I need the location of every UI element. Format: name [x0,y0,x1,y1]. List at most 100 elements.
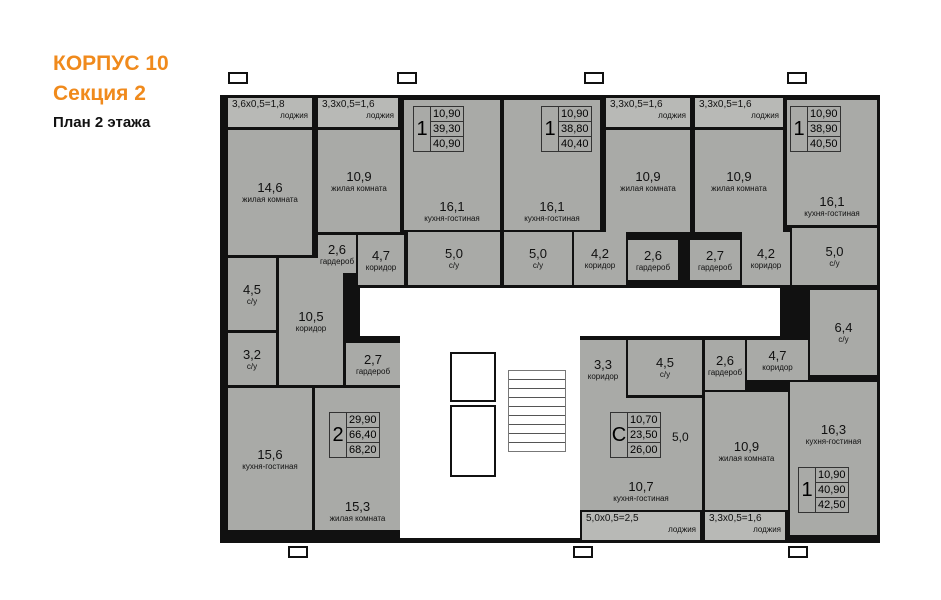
window-icon [787,72,807,84]
room-label: с/у [838,335,849,344]
room-label: жилая комната [331,183,387,193]
room-area: 4,7 [768,347,787,363]
room-area: 3,2 [242,346,262,362]
room-label: жилая комната [329,514,386,523]
apartment-room-count: 1 [799,468,816,512]
room-label: жилая комната [718,453,775,463]
apartment-room-count: С [611,413,628,457]
room-label: жилая комната [711,183,767,193]
room-area: 4,7 [371,247,391,263]
apartment-area-value: 40,90 [816,484,848,498]
room-label: коридор [587,371,619,381]
window-icon [584,72,604,84]
room-label: гардероб [319,256,355,266]
room-label: лоджия [366,111,394,120]
room-area: 16,3 [820,422,847,437]
apartment-area-value: 38,90 [808,123,840,137]
apartment-area-value: 68,20 [349,444,377,456]
room-area: 5,0 [444,246,464,261]
section-title: Секция 2 [53,82,146,105]
apartment-area-value: 42,50 [818,499,846,511]
room-label: гардероб [355,366,391,376]
window-icon [573,546,593,558]
room-label: кухня-гостиная [242,461,298,471]
apartment-room-count: 1 [791,107,808,151]
room-label: с/у [829,259,840,268]
room-area: 16,1 [539,199,565,214]
building-title: КОРПУС 10 [53,52,169,75]
room-label: коридор [750,261,782,270]
room-label: гардероб [697,262,733,272]
apartment-room-count: 2 [330,413,347,457]
room-area: 10,9 [346,168,372,184]
room-area: 6,4 [834,320,853,335]
window-icon [788,546,808,558]
room-label: коридор [762,362,793,372]
apartment-area-value: 40,50 [810,138,838,150]
apartment-area-value: 26,00 [630,444,658,456]
apartment-area-value: 10,70 [628,414,660,428]
room-area: 2,6 [327,241,347,257]
room-label: кухня-гостиная [804,209,860,218]
room-area: 14,6 [257,180,283,195]
room-area: 5,0 [528,246,548,261]
apartment-area-value: 39,30 [431,123,463,137]
window-icon [397,72,417,84]
apartment-area-value: 10,90 [808,108,840,122]
room-area: 10,7 [628,479,654,494]
room-area: 4,2 [756,246,776,261]
staircase [508,370,566,452]
room-area: 15,6 [257,446,283,462]
room-area: 16,1 [439,199,465,214]
room-area: 2,7 [705,247,725,263]
room-label: кухня-гостиная [424,214,480,223]
room-label: с/у [246,296,258,306]
room-area: 4,5 [242,281,262,297]
window-icon [288,546,308,558]
apartment-room-count: 1 [542,107,559,151]
room-area: 2,6 [715,352,735,368]
apartment-area-value: 10,90 [559,108,591,122]
room-label: с/у [659,370,671,379]
room-area: 16,1 [819,194,845,209]
studio-extra-area: 5,0 [672,430,689,444]
window-icon [228,72,248,84]
room-label: лоджия [753,525,781,534]
apartment-area-value: 10,90 [431,108,463,122]
room-label: с/у [246,361,258,371]
room-label: лоджия [658,111,686,120]
room-label: кухня-гостиная [805,437,862,446]
room-area: 10,5 [298,309,324,324]
apartment-area-value: 38,80 [559,123,591,137]
room-area: 3,3х0,5=1,6 [709,513,762,524]
